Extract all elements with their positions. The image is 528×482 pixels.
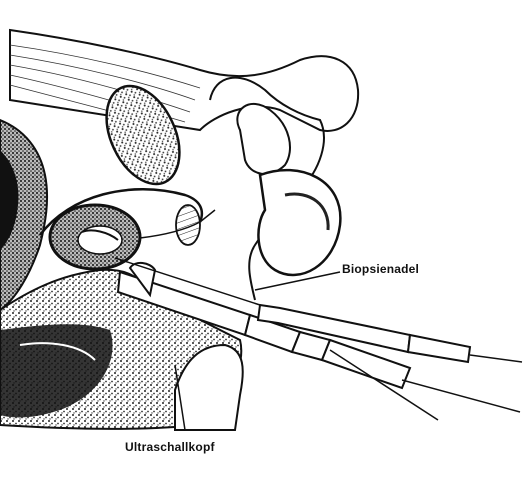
glans [237,104,290,174]
seminal-vesicle [176,205,200,245]
needle-label: Biopsienadel [342,262,419,276]
probe-label: Ultraschallkopf [125,440,215,454]
